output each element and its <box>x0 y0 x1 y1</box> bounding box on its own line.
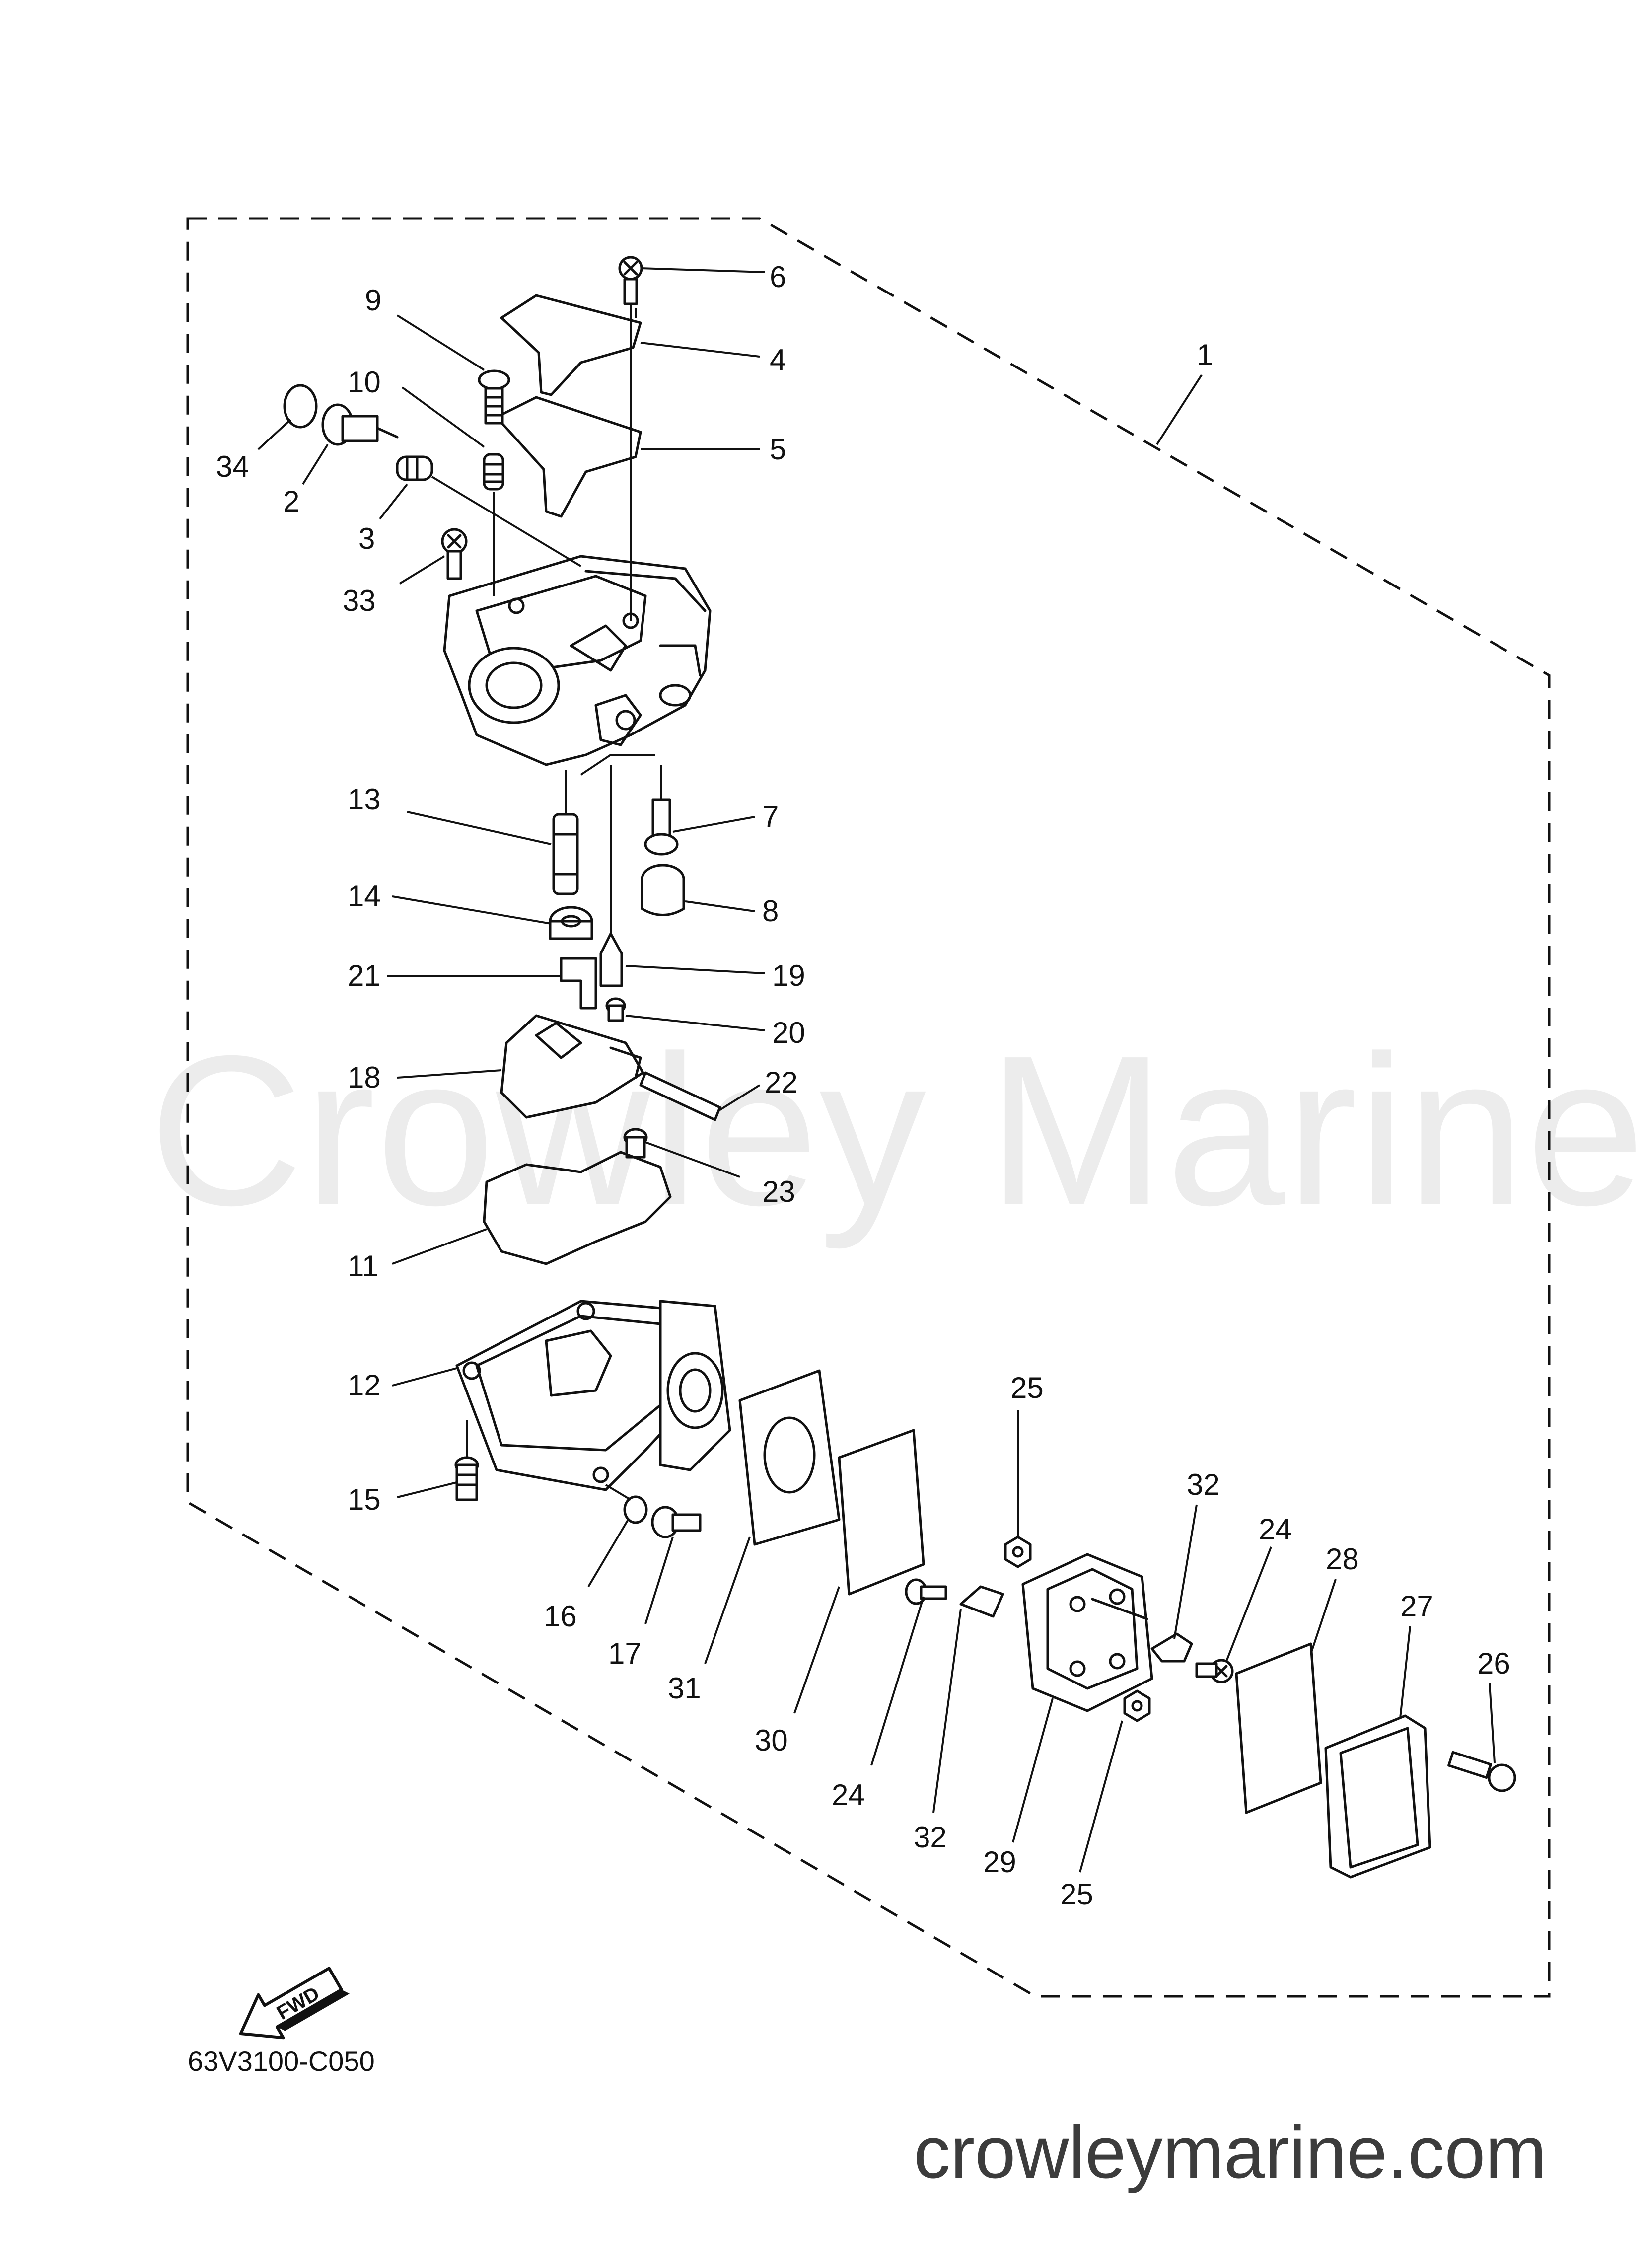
part-3-spring <box>396 455 433 481</box>
part-27-cover <box>1324 1714 1431 1879</box>
part-22-float-pin <box>639 1071 721 1121</box>
part-6-screw <box>618 256 643 305</box>
callout-20: 20 <box>772 1016 805 1049</box>
assembly-boundary <box>186 217 1551 1998</box>
callout-7: 7 <box>762 800 779 833</box>
part-19-needle-valve <box>599 765 623 987</box>
callout-9: 9 <box>365 284 381 317</box>
callout-1: 1 <box>1197 338 1213 371</box>
callout-31: 31 <box>668 1672 701 1705</box>
part-24-screw-left <box>905 1578 947 1605</box>
callout-11: 11 <box>348 1249 378 1283</box>
part-1-carburetor-body <box>443 555 712 766</box>
part-31-gasket <box>738 1369 841 1546</box>
part-25-nut-top <box>1004 1536 1032 1568</box>
fwd-arrow-icon: FWD <box>239 1967 350 2040</box>
callout-23: 23 <box>762 1175 795 1208</box>
part-9-screw <box>478 369 510 425</box>
part-5-gasket <box>495 396 642 518</box>
callout-29: 29 <box>983 1845 1016 1879</box>
callout-15: 15 <box>348 1483 381 1516</box>
callout-33: 33 <box>343 584 376 617</box>
part-15-drain-screw <box>454 1420 479 1501</box>
callout-25-top: 25 <box>1010 1371 1044 1404</box>
watermark: Crowley Marine <box>149 1012 1642 1250</box>
website-link[interactable]: crowleymarine.com <box>914 2112 1547 2194</box>
callout-5: 5 <box>770 433 786 466</box>
part-7-pilot-jet <box>644 765 679 856</box>
callout-27: 27 <box>1400 1590 1433 1623</box>
callout-12: 12 <box>348 1369 381 1402</box>
callout-24-left: 24 <box>832 1778 865 1812</box>
callout-32-left: 32 <box>914 1821 947 1854</box>
part-8-plug <box>641 864 685 916</box>
part-33-screw <box>441 528 468 580</box>
callout-4: 4 <box>770 343 786 376</box>
part-23-screw <box>623 1128 648 1159</box>
callout-19: 19 <box>772 959 805 992</box>
callout-22: 22 <box>765 1066 798 1099</box>
callout-8: 8 <box>762 894 779 928</box>
part-2-pilot-screw <box>321 403 399 446</box>
part-21-clip <box>560 957 597 1010</box>
callout-21: 21 <box>348 959 381 992</box>
callout-6: 6 <box>770 260 786 293</box>
part-12-float-chamber <box>455 1300 731 1491</box>
callout-16: 16 <box>544 1600 577 1633</box>
part-32-valve-left <box>959 1585 1004 1618</box>
part-18-float <box>500 1014 644 1119</box>
callout-10: 10 <box>348 366 381 399</box>
callout-26: 26 <box>1477 1647 1510 1680</box>
part-24-screw-right <box>1195 1659 1234 1683</box>
part-17-screw <box>651 1506 702 1538</box>
callout-leaders <box>257 267 1496 1873</box>
callout-32-right: 32 <box>1187 1468 1220 1501</box>
part-25-nut-bottom <box>1123 1689 1151 1722</box>
callout-17: 17 <box>608 1637 642 1670</box>
part-30-diaphragm <box>838 1429 925 1596</box>
part-10-spring <box>483 453 504 491</box>
callout-2: 2 <box>283 485 299 518</box>
callout-18: 18 <box>348 1061 381 1094</box>
callout-13: 13 <box>348 783 381 816</box>
part-20-screw <box>605 997 626 1022</box>
callout-24-right: 24 <box>1259 1513 1292 1546</box>
callout-labels: 1 2 3 4 5 6 7 8 9 10 11 12 13 14 15 16 1… <box>216 260 1510 1911</box>
part-11-gasket <box>483 1151 672 1265</box>
part-29-fuel-pump-body <box>1021 1553 1153 1712</box>
part-32-valve-right <box>1150 1632 1193 1663</box>
part-13-main-nozzle <box>552 770 579 895</box>
part-16-washer <box>623 1495 648 1524</box>
callout-34: 34 <box>216 450 249 483</box>
part-4-cover <box>500 294 642 396</box>
callout-25-bottom: 25 <box>1060 1878 1093 1911</box>
part-14-main-jet <box>549 906 593 940</box>
callout-14: 14 <box>348 879 381 913</box>
callout-28: 28 <box>1326 1542 1359 1576</box>
part-28-diaphragm <box>1235 1642 1322 1814</box>
callout-30: 30 <box>755 1724 788 1757</box>
callout-3: 3 <box>358 522 375 555</box>
diagram-code: 63V3100-C050 <box>188 2046 375 2077</box>
part-26-screw <box>1447 1751 1516 1792</box>
part-34-cap <box>283 384 318 429</box>
